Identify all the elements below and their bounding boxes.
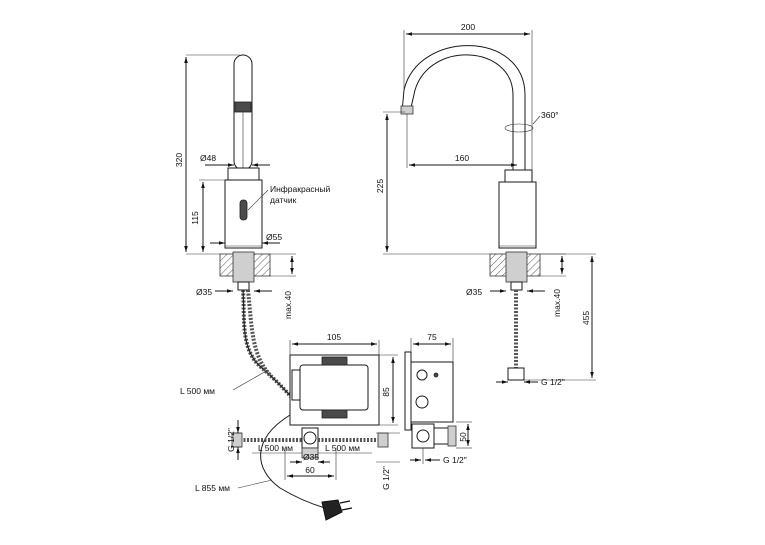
side-knob-lower [415,395,429,409]
faucet-front-view: 320 115 Ø48 Инфракрасный датчик Ø55 Ø35 … [174,54,353,521]
dim-height-225: 225 [375,179,385,193]
sensor-label-line1: Инфракрасный [270,184,330,194]
dim-diameter-35-box: Ø35 [303,452,319,462]
rotation-label: 360° [541,110,559,120]
side-knob-upper [416,369,428,381]
control-box-side-clip [291,369,301,401]
side-faucet-body [498,181,537,249]
faucet-side-view: 360° 200 160 225 Ø35 max.40 [375,22,596,387]
sensor-label-line2: датчик [270,195,297,205]
dim-reach-160: 160 [455,153,469,163]
dim-body-height-115: 115 [190,211,200,225]
dim-thread-left: G 1/2" [226,428,236,452]
dim-width-200: 200 [461,22,475,32]
mounting-shank-right [505,251,528,283]
dim-diameter-35-left: Ø35 [196,287,212,297]
dim-side-height-50: 50 [458,432,468,442]
side-wall-plate [404,351,412,431]
control-box-front-view: 105 85 G 1/2" L 500 мм L 500 мм Ø35 60 G… [226,332,400,490]
gooseneck-outer [409,54,514,172]
infrared-sensor-window [239,199,248,221]
dim-diameter-35-right: Ø35 [466,287,482,297]
gooseneck-inner [401,45,526,172]
dim-center-60: 60 [305,465,315,475]
cable-length-500: L 500 мм [180,386,215,396]
shank-nut-right [510,281,523,291]
spout-aerator [234,101,252,113]
dim-height-320: 320 [174,153,184,167]
dim-side-width-75: 75 [427,332,437,342]
hose-length-right: L 500 мм [325,443,360,453]
dim-thread-box-bottom: G 1/2" [381,466,391,490]
side-box-body [410,361,454,423]
control-box-cover [299,364,369,411]
dim-box-height-85: 85 [381,387,391,397]
dim-height-455: 455 [581,311,591,325]
swivel-indicator [504,123,534,133]
dim-thread-right: G 1/2" [541,377,565,387]
hose-right-nut [377,432,389,448]
dim-thread-side: G 1/2" [443,455,467,465]
power-cable [260,414,326,509]
dim-box-width-105: 105 [327,332,341,342]
cable-length-855: L 855 мм [195,483,230,493]
mounting-shank-left [232,251,255,283]
dim-max-40-left: max.40 [283,291,293,319]
hose-length-left: L 500 мм [258,443,293,453]
shank-nut-left [237,281,250,291]
control-box-side-view: 75 50 G 1/2" [404,332,472,465]
dim-max-40-right: max.40 [552,289,562,317]
control-box-bottom-clip [321,409,348,419]
power-plug [321,499,353,521]
dim-diameter-48: Ø48 [200,153,216,163]
hose-end-nut-right [507,367,525,381]
dim-diameter-55: Ø55 [266,232,282,242]
control-box-top-clip [321,356,348,366]
valve-inlet [303,431,317,445]
spout-tip-aerator [400,105,414,115]
